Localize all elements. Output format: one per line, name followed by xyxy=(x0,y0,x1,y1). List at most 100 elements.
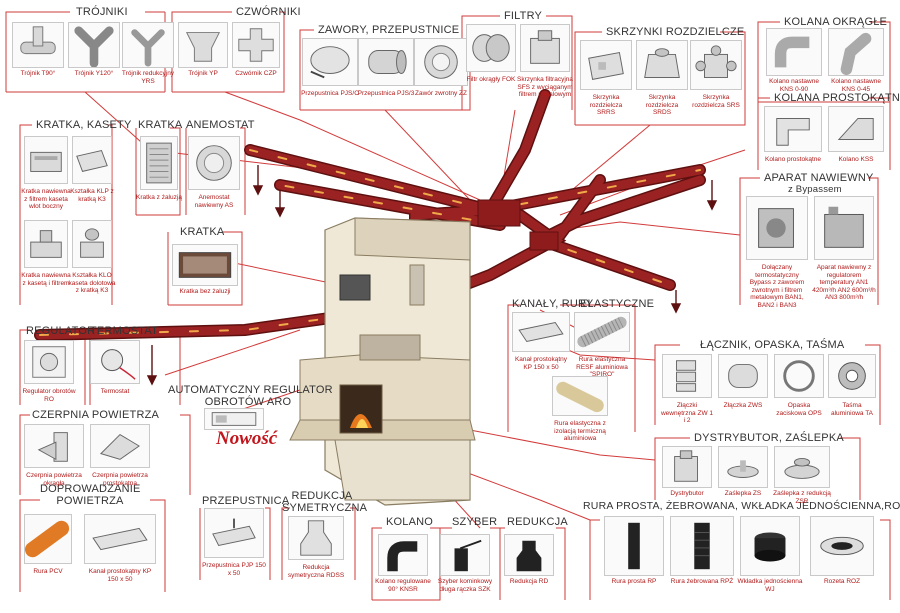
anemostat-icon xyxy=(188,136,240,190)
corrugated-pipe-icon xyxy=(670,516,734,576)
product-rura-zebrowana-rpz[interactable]: Rura żebrowana RPŻ xyxy=(670,516,734,600)
thermostat-icon xyxy=(90,340,140,384)
label-termostat: Termostat xyxy=(100,388,130,395)
product-redukcja-rd[interactable]: Redukcja RD xyxy=(504,534,554,600)
product-rura-prosta-rp[interactable]: Rura prosta RP xyxy=(604,516,664,600)
label-kasztalka-klo: Kształka KLO kaseta dolotowa z kratką K3 xyxy=(68,272,116,294)
product-redukcja-rdss[interactable]: Redukcja symetryczna RDSS xyxy=(288,516,344,580)
product-kolano-kns90[interactable]: Kolano nastawne KNS 0-90 xyxy=(766,28,822,93)
filter-box-icon xyxy=(520,24,570,72)
supply-unit-icon xyxy=(746,196,808,260)
product-kolano-knsr[interactable]: Kolano regulowane 90° KNSR xyxy=(375,534,431,600)
product-trojnik-yrs[interactable]: Trójnik redukcyjny YRS xyxy=(122,22,174,85)
title-kolano: KOLANO xyxy=(386,516,434,528)
product-kanal-kp[interactable]: Kanał prostokątny KP 150 x 50 xyxy=(512,312,570,372)
product-opaska-ops[interactable]: Opaska zaciskowa OPS xyxy=(774,354,824,424)
reducing-tee-icon xyxy=(122,22,174,68)
product-przepustnica-pjsc[interactable]: Przepustnica PJS/C xyxy=(301,38,359,104)
product-dystrybutor[interactable]: Dystrybutor xyxy=(662,446,712,498)
label-skrzynka-srrs: Skrzynka rozdzielcza SRRS xyxy=(589,94,623,116)
product-anemostat-as[interactable]: Anemostat nawiewny AS xyxy=(188,136,240,210)
grille-icon xyxy=(24,136,68,184)
product-kratka-bez[interactable]: Kratka bez żaluzji xyxy=(172,244,238,302)
product-skrzynka-srrs[interactable]: Skrzynka rozdzielcza SRRS xyxy=(580,40,632,118)
product-zaslepka-zs[interactable]: Zaślepka ZS xyxy=(718,446,768,498)
clamp-icon xyxy=(774,354,824,398)
product-zlaczka-zws[interactable]: Złączka ZWS xyxy=(718,354,768,424)
straight-pipe-icon xyxy=(604,516,664,576)
label-zlaczki-zw: Złączki wewnętrzna ZW 1 i 2 xyxy=(660,402,714,424)
label-trojnik-yrs: Trójnik redukcyjny YRS xyxy=(121,70,175,85)
product-skrzynka-sfs[interactable]: Skrzynka filtracyjna SFS z wyciąganym fi… xyxy=(517,24,573,102)
label-przepustnica-pjs3: Przepustnica PJS/3 xyxy=(357,90,415,97)
check-valve-icon xyxy=(414,38,468,86)
title-przepustnica: PRZEPUSTNICA xyxy=(202,495,290,507)
title-elastyczne: ELASTYCZNE xyxy=(580,298,655,310)
product-termostat[interactable]: Termostat xyxy=(90,340,140,404)
product-rura-pcv[interactable]: Rura PCV xyxy=(24,514,72,584)
product-kolano-kns45[interactable]: Kolano nastawne KNS 0-45 xyxy=(828,28,884,93)
product-skrzynka-srs[interactable]: Skrzynka rozdzielcza SRS xyxy=(690,40,742,118)
title-aparat-line1: APARAT NAWIEWNY xyxy=(764,172,874,184)
label-tasma-ta: Taśma aluminiowa TA xyxy=(830,402,874,417)
product-tasma-ta[interactable]: Taśma aluminiowa TA xyxy=(828,354,876,424)
product-trojnik-y120[interactable]: Trójnik Y120° xyxy=(68,22,120,84)
product-kasztalka-klp[interactable]: Kształka KLP z kratką K3 xyxy=(70,136,114,216)
round-filter-icon xyxy=(466,24,516,72)
title-czerpnia: CZERPNIA POWIETRZA xyxy=(32,409,160,421)
product-czerpnia-okragla[interactable]: Czerpnia powietrza okrągła xyxy=(24,424,84,488)
product-kasztalka-klo[interactable]: Kształka KLO kaseta dolotowa z kratką K3 xyxy=(69,220,115,302)
title-redukcja-sym-line1: REDUKCJA xyxy=(291,490,353,502)
product-skrzynka-srds[interactable]: Skrzynka rozdzielcza SRDS xyxy=(636,40,688,118)
product-kolano-prostokatne[interactable]: Kolano prostokątne xyxy=(764,106,822,166)
damper-icon xyxy=(204,508,264,558)
product-kratka-zaluzja[interactable]: Kratka z żaluzją xyxy=(136,136,182,210)
label-skrzynka-srds: Skrzynka rozdzielcza SRDS xyxy=(645,94,679,116)
product-przepustnica-pjp[interactable]: Przepustnica PJP 150 x 50 xyxy=(202,508,266,580)
product-rura-resf[interactable]: Rura elastyczna RESF aluminiowa "SPIRO" xyxy=(574,312,630,378)
product-przepustnica-pjs3[interactable]: Przepustnica PJS/3 xyxy=(358,38,414,104)
product-aro[interactable] xyxy=(204,408,264,432)
product-zawor-zz[interactable]: Zawór zwrotny ZZ xyxy=(414,38,468,104)
label-przepustnica-pjsc: Przepustnica PJS/C xyxy=(301,90,359,97)
product-kanal-kp-bottom[interactable]: Kanał prostokątny KP 150 x 50 xyxy=(84,514,156,584)
product-rura-izolacja[interactable]: Rura elastyczna z izolacją termiczną alu… xyxy=(552,376,608,442)
chimney-damper-icon xyxy=(440,534,490,576)
product-zlaczki-zw[interactable]: Złączki wewnętrzna ZW 1 i 2 xyxy=(660,354,714,424)
title-redukcja: REDUKCJA xyxy=(507,516,568,528)
product-aparat-an[interactable]: Aparat nawiewny z regulatorem temperatur… xyxy=(812,196,876,304)
product-czerpnia-prostokatna[interactable]: Czerpnia powietrza prostokątna xyxy=(90,424,150,488)
label-czerpnia-prostokatna: Czerpnia powietrza prostokątna xyxy=(92,472,148,487)
end-cap-icon xyxy=(774,446,830,488)
label-kanal-kp-bottom: Kanał prostokątny KP 150 x 50 xyxy=(88,568,152,583)
supply-unit-icon xyxy=(814,196,874,260)
label-bypass-ban: Dołączany termostatyczny Bypass z zawore… xyxy=(749,264,805,309)
label-kolano-kss: Kolano KSS xyxy=(838,156,874,163)
distribution-box-icon xyxy=(580,40,632,90)
product-kratka-kaseta-filtr[interactable]: Kratka nawiewna z kasetą i filtrem xyxy=(21,220,71,302)
label-opaska-ops: Opaska zaciskowa OPS xyxy=(776,402,822,417)
product-wkladka-wj[interactable]: Wkładka jednościenna WJ xyxy=(737,516,803,600)
pvc-pipe-icon xyxy=(24,514,72,564)
product-kratka-kasety-boczny[interactable]: Kratka nawiewna z filtrem kaseta wlot bo… xyxy=(21,136,71,216)
product-filtr-fok[interactable]: Filtr okrągły FOK xyxy=(466,24,516,102)
product-czwornik-czp[interactable]: Czwórnik CZP xyxy=(232,22,280,84)
distribution-box-icon xyxy=(690,40,742,90)
product-bypass-ban[interactable]: Dołączany termostatyczny Bypass z zawore… xyxy=(746,196,808,309)
title-szyber: SZYBER xyxy=(452,516,498,528)
product-regulator-ro[interactable]: Regulator obrotów RO xyxy=(22,340,76,404)
label-kratka-kasety-boczny: Kratka nawiewna z filtrem kaseta wlot bo… xyxy=(21,188,71,210)
label-trojnik-t90: Trójnik T90° xyxy=(20,70,56,77)
regulator-icon xyxy=(204,408,264,430)
product-rozeta-roz[interactable]: Rozeta ROZ xyxy=(810,516,874,600)
product-trojnik-t90[interactable]: Trójnik T90° xyxy=(12,22,64,84)
product-szyber-szk[interactable]: Szyber kominkowy długa rączka SZK xyxy=(438,534,492,600)
product-kolano-kss[interactable]: Kolano KSS xyxy=(828,106,884,166)
product-zaslepka-zsr[interactable]: Zaślepka z redukcją ZSR xyxy=(773,446,831,505)
title-rura: RURA PROSTA, ŻEBROWANA, WKŁADKA JEDNOŚCI… xyxy=(583,500,900,512)
title-doprowadzanie-line1: DOPROWADZANIE xyxy=(40,483,141,495)
title-lacznik: ŁĄCZNIK, OPASKA, TAŚMA xyxy=(700,339,845,351)
product-trojnik-yp[interactable]: Trójnik YP xyxy=(178,22,228,84)
label-kolano-knsr: Kolano regulowane 90° KNSR xyxy=(375,578,431,593)
